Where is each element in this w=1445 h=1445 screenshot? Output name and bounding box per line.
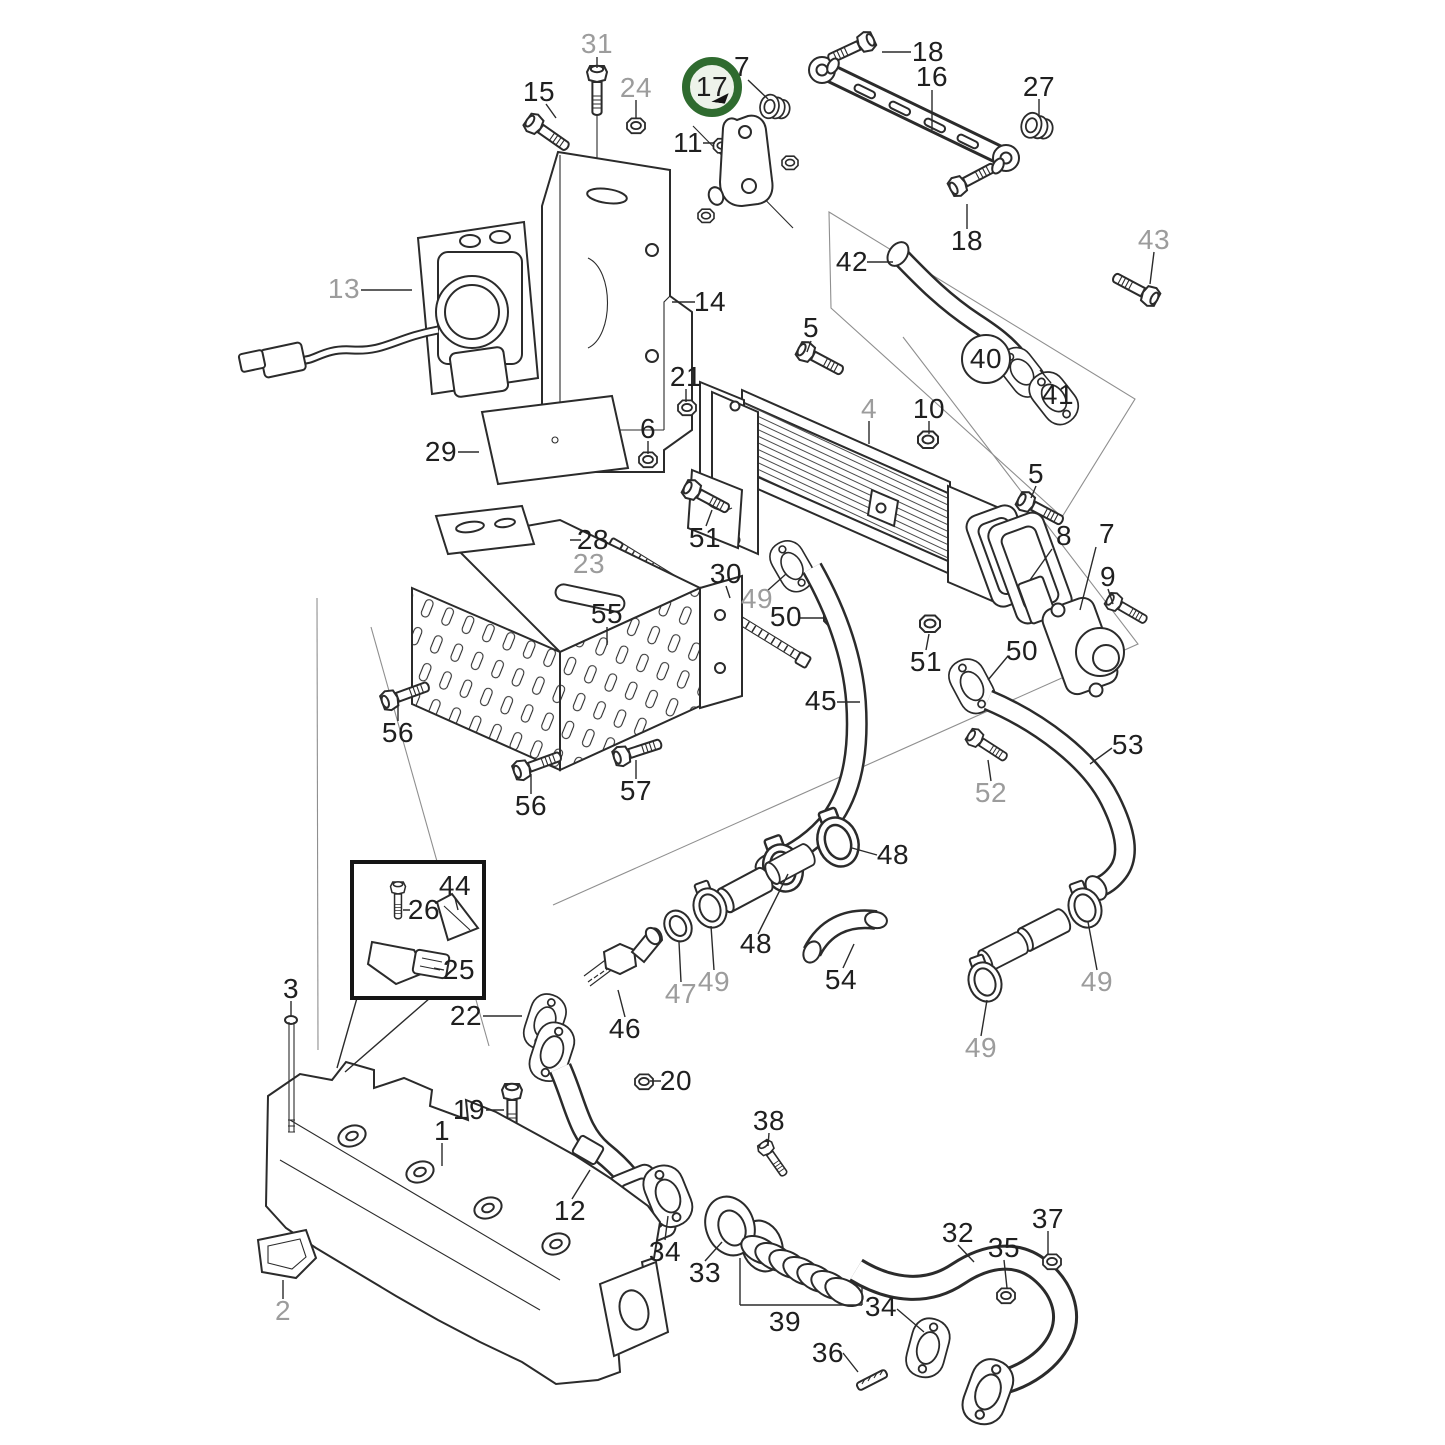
part-egr-valve-7 [1017, 575, 1152, 698]
part-fitting-46 [583, 926, 664, 987]
inset-callout-box [336, 860, 486, 1073]
hardware-top [520, 64, 799, 224]
part-sensor-25 [366, 940, 451, 986]
leader-lines [282, 51, 1155, 1373]
part-elbow-12 [501, 988, 1078, 1432]
part-shim-plate-29 [480, 394, 630, 486]
part-pipe-42 [886, 241, 1163, 432]
part-bellows-39 [739, 1234, 864, 1308]
part-outlet-pipe-32 [849, 1244, 1078, 1432]
part-bracket-14 [541, 150, 693, 473]
part-stud-3 [284, 1015, 298, 1133]
part-downpipe-45 [583, 562, 888, 987]
part-cover-55 [377, 504, 743, 784]
part-link-16 [808, 28, 1057, 200]
part-actuator-13 [237, 220, 540, 398]
part-pipe-53 [959, 689, 1136, 1008]
part-manifold-1 [256, 1015, 670, 1386]
part-egr-cooler-4 [686, 380, 1073, 625]
